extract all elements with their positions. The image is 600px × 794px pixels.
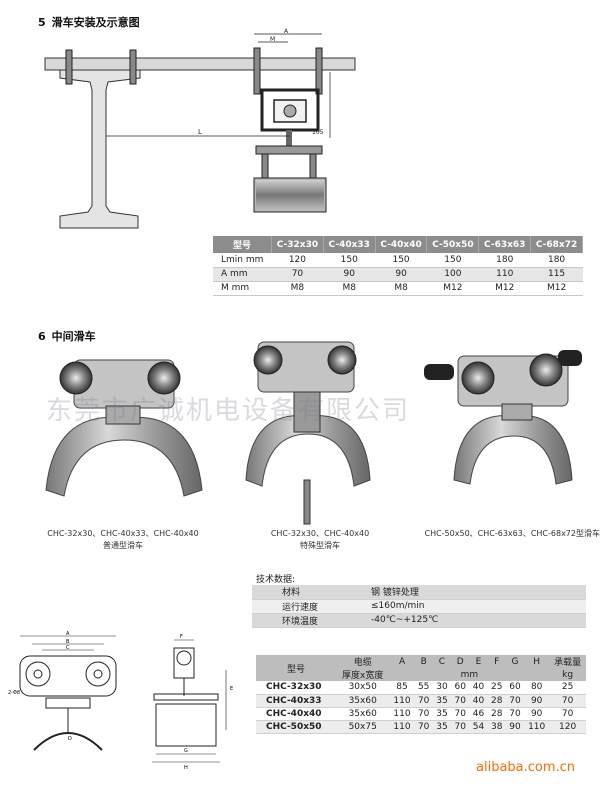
wheel: [253, 345, 283, 375]
svg-text:A: A: [66, 631, 70, 637]
product-image-standard-trolley: [45, 359, 203, 497]
clamp-block: [105, 405, 141, 425]
i-beam: [59, 69, 141, 229]
saddle: [45, 416, 203, 497]
dims-header-unit: mm: [389, 668, 550, 681]
tech-table: 材料钢 镀锌处理 运行速度≤160m/min 环境温度-40℃~+125℃: [252, 585, 586, 628]
spec-header: C-50x50: [426, 236, 480, 253]
clamp-block: [293, 391, 321, 433]
clamp-block: [501, 403, 533, 421]
spec-header: C-63x63: [478, 236, 532, 253]
trolley-wheel: [283, 104, 297, 118]
cable-bundle: [256, 180, 324, 210]
svg-text:B: B: [66, 639, 70, 645]
product-caption-3: CHC-50x50、CHC-63x63、CHC-68x72型滑车: [424, 529, 600, 538]
wheel: [147, 361, 181, 395]
table-row: 环境温度-40℃~+125℃: [252, 613, 586, 628]
wheel: [327, 345, 357, 375]
wheel-cap: [424, 364, 454, 380]
trolley-stem: [286, 130, 292, 150]
spec-header: 型号: [213, 236, 272, 253]
product-image-large-trolley: [424, 350, 582, 485]
dims-header-model: 型号: [256, 655, 336, 681]
wheel: [59, 361, 93, 395]
saddle: [453, 415, 573, 485]
svg-text:E: E: [230, 686, 233, 692]
bolt: [315, 47, 323, 95]
bolt: [65, 49, 73, 85]
clamp-plate: [255, 145, 323, 155]
svg-text:D: D: [68, 736, 72, 742]
table-row: 运行速度≤160m/min: [252, 599, 586, 614]
dim-A-label: A: [284, 28, 289, 35]
spec-table: 型号 C-32x30 C-40x33 C-40x40 C-50x50 C-63x…: [213, 236, 583, 296]
svg-text:F: F: [180, 634, 183, 640]
side-view-drawing: F E G H: [152, 634, 233, 770]
dim-105-label: 105: [312, 129, 324, 136]
wheel: [529, 353, 563, 387]
front-view-drawing: A B C 2-Φ8 D: [8, 631, 117, 751]
watermark-text: 东莞市广诚机电设备有限公司: [46, 396, 411, 426]
svg-text:G: G: [184, 748, 188, 754]
svg-text:H: H: [184, 765, 188, 770]
alibaba-watermark: alibaba.com.cn: [476, 760, 576, 775]
spec-header: C-68x72: [530, 236, 583, 253]
tech-data-title: 技术数据:: [256, 575, 296, 585]
table-row: 材料钢 镀锌处理: [252, 585, 586, 600]
dim-L-label: L: [198, 128, 202, 136]
ceiling-beam: [44, 57, 356, 71]
bolt: [253, 47, 261, 95]
dims-header-cable: 电缆: [335, 655, 390, 668]
bolt: [129, 49, 137, 85]
wheel-cap: [558, 350, 582, 366]
dims-header-load: 承载量: [549, 655, 586, 668]
spec-header: C-40x40: [375, 236, 428, 253]
product-image-special-trolley: [245, 341, 371, 525]
dim-M-label: M: [270, 36, 275, 43]
wheel: [461, 361, 495, 395]
spec-header: C-40x33: [323, 236, 376, 253]
spec-header: C-32x30: [271, 236, 324, 253]
svg-text:2-Φ8: 2-Φ8: [8, 690, 20, 696]
saddle: [245, 415, 371, 487]
svg-text:C: C: [66, 645, 70, 651]
bolt: [303, 479, 311, 525]
dimensions-table: 型号 电缆 A B C D E F G H 承载量 厚度x宽度 mm kg CH…: [256, 655, 586, 734]
installation-diagram: A M L 105: [44, 28, 356, 229]
